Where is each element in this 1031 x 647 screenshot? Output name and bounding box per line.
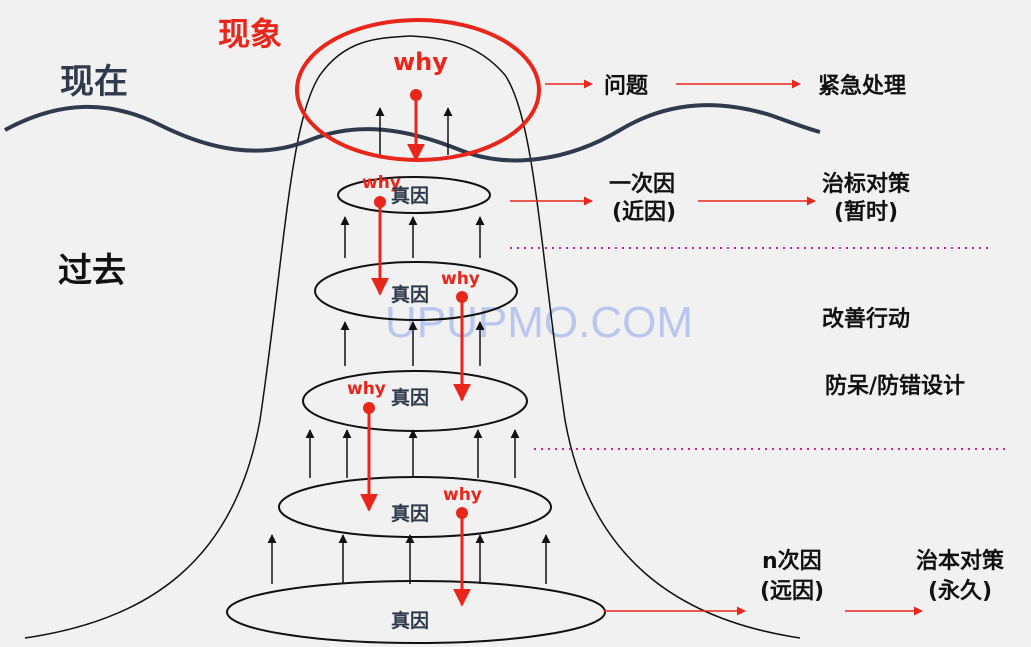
true-cause-label: 真因 (391, 609, 429, 632)
emergency-label: 紧急处理 (818, 73, 906, 99)
why-label: why (393, 48, 448, 76)
root-fix-label: 治本对策 (916, 548, 1005, 574)
why-label: why (362, 173, 401, 193)
why-label: why (443, 485, 482, 505)
iceberg-outline (24, 35, 801, 639)
symptom-fix-label: 治标对策 (822, 171, 911, 197)
nth-cause-label: n次因 (762, 548, 822, 574)
symptom-fix-sub: (暂时) (834, 199, 898, 225)
past-label: 过去 (58, 251, 126, 291)
true-cause-label: 真因 (391, 184, 429, 207)
nth-cause-sub: (远因) (760, 579, 824, 604)
improve-label: 改善行动 (822, 306, 910, 332)
phenomenon-title: 现象 (218, 15, 282, 53)
problem-label: 问题 (604, 74, 649, 99)
watermark: UPUPMO.COM (385, 298, 693, 347)
cause-layer-5 (226, 580, 606, 644)
true-cause-label: 真因 (391, 386, 429, 409)
cause-layer-4 (278, 476, 552, 538)
cause-layer-2 (314, 261, 518, 321)
present-label: 现在 (60, 62, 128, 102)
root-fix-sub: (永久) (928, 578, 992, 604)
cause-layer-1 (337, 176, 491, 214)
why-label: why (347, 379, 386, 399)
first-cause-label: 一次因 (609, 171, 675, 197)
true-cause-label: 真因 (391, 283, 429, 306)
why-label: why (441, 269, 480, 289)
poka-yoke-label: 防呆/防错设计 (825, 373, 965, 399)
true-cause-label: 真因 (391, 502, 429, 525)
surface-wave (4, 103, 821, 163)
why-chain (360, 89, 471, 607)
cause-layer-3 (302, 370, 528, 432)
first-cause-sub: (近因) (612, 199, 676, 225)
